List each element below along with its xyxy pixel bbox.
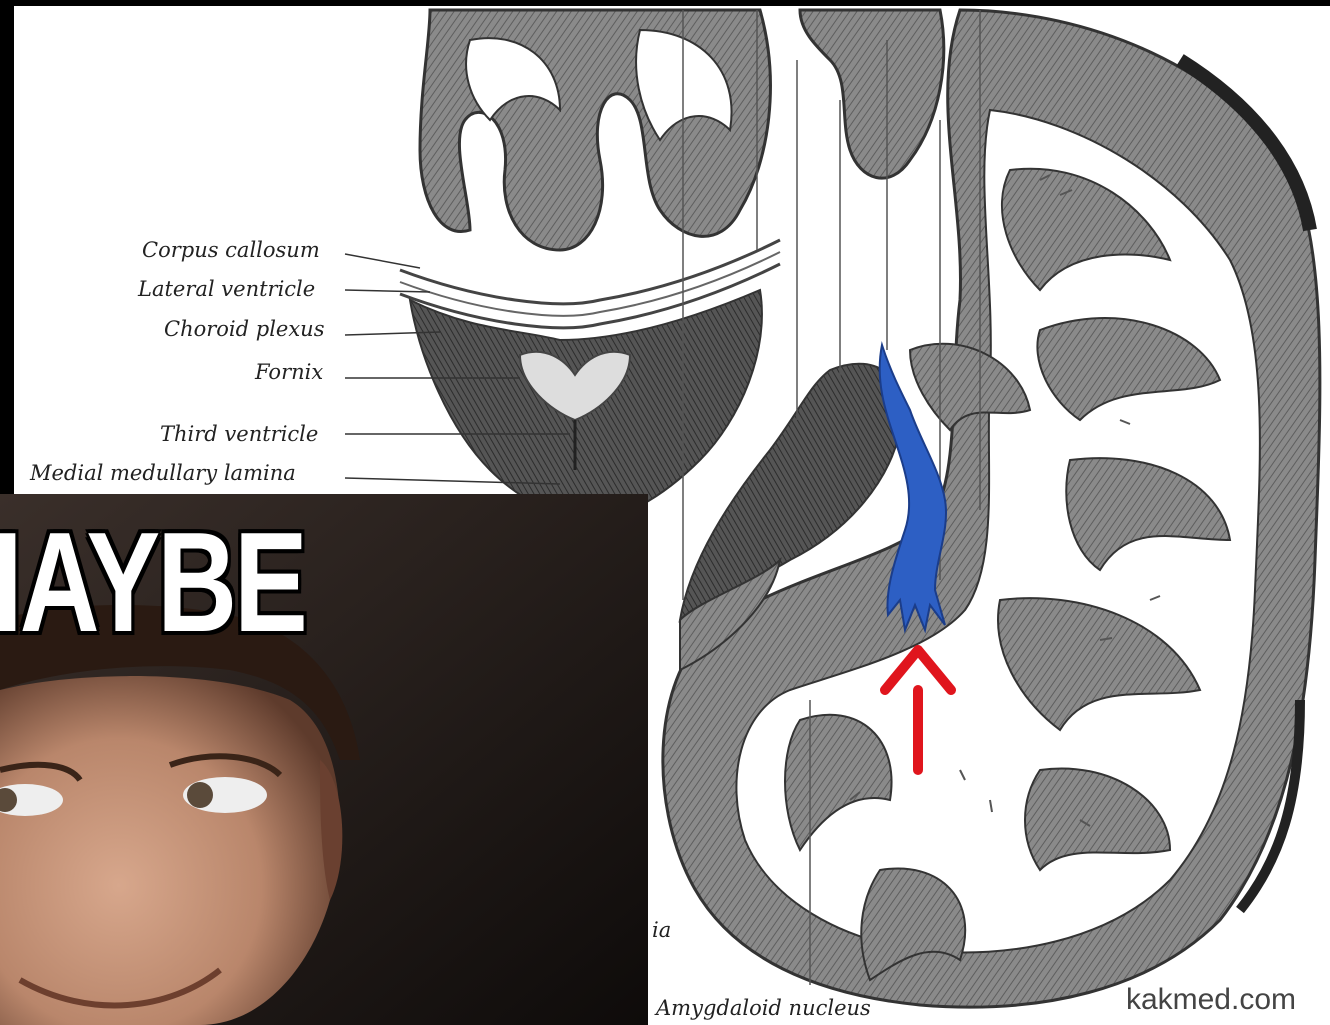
label-partial-ia: ia <box>652 918 671 942</box>
label-medial-medullary-lamina: Medial medullary lamina <box>30 461 296 485</box>
watermark: kakmed.com <box>1126 983 1296 1017</box>
label-choroid-plexus: Choroid plexus <box>164 317 324 341</box>
label-lateral-ventricle: Lateral ventricle <box>138 277 315 301</box>
label-fornix: Fornix <box>255 360 323 384</box>
label-amygdaloid-nucleus: Amygdaloid nucleus <box>656 996 871 1020</box>
label-corpus-callosum: Corpus callosum <box>142 238 320 262</box>
label-third-ventricle: Third ventricle <box>160 422 318 446</box>
face <box>0 676 340 1025</box>
meme-caption: IAYBE <box>0 512 305 654</box>
